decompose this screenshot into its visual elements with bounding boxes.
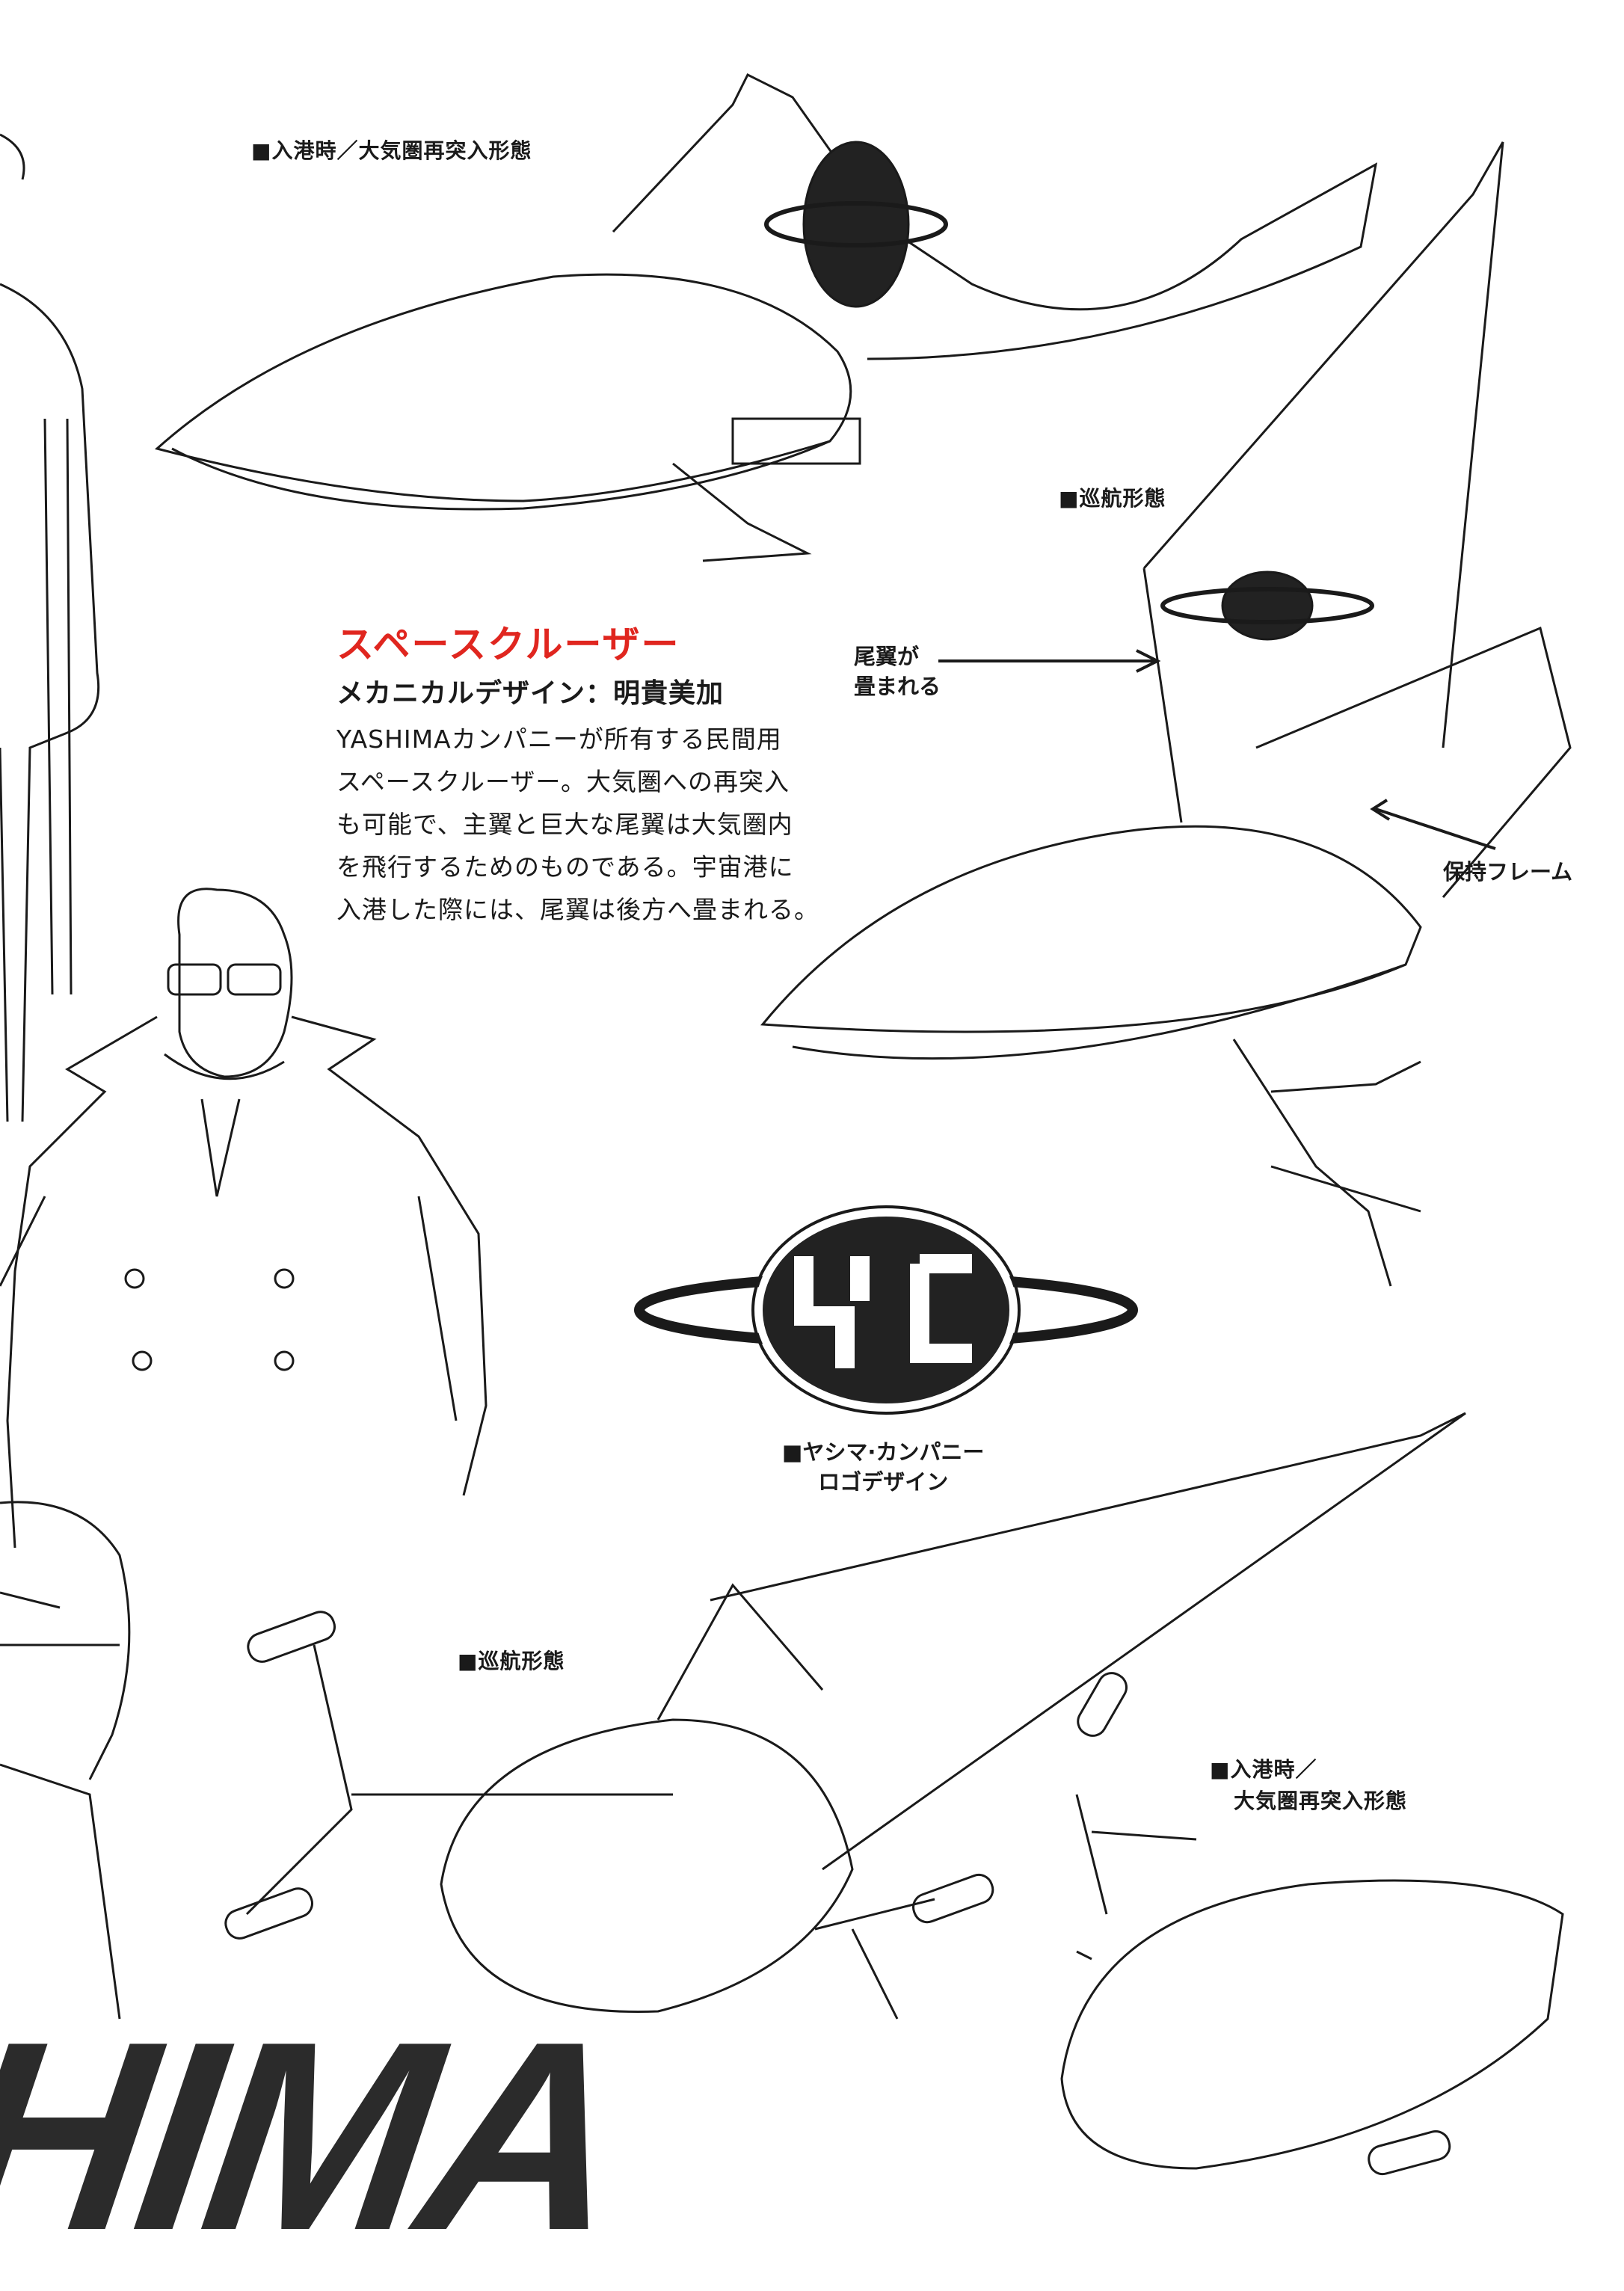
character-businessman [0, 888, 487, 1549]
spacecruiser-cruise-mode-right [760, 141, 1572, 1287]
paragraph-line: を飛行するためのものである。宇宙港に [336, 852, 794, 882]
paragraph-line: YASHIMAカンパニーが所有する民間用 [336, 725, 782, 754]
label-reentry-mode-bottom: ■入港時／ 大気圏再突入形態 [1210, 1754, 1407, 1817]
logo-caption: ■ヤシマ·カンパニー ロゴデザイン [782, 1437, 984, 1497]
arrow-tail-folded [938, 649, 1161, 673]
paragraph-line: 入港した際には、尾翼は後方へ畳まれる。 [336, 895, 819, 924]
label-cruise-mode-right: ■巡航形態 [1059, 486, 1166, 511]
article-subtitle: メカニカルデザイン：明貴美加 [336, 678, 725, 709]
label-line: 大気圏再突入形態 [1234, 1789, 1408, 1813]
paragraph-line: スペースクルーザー。大気圏への再突入 [336, 767, 790, 796]
character-partial-bottom [0, 1501, 131, 2020]
yashima-big-logotype: HIMA [0, 1986, 635, 2287]
annotation-holding-frame: 保持フレーム [1443, 859, 1573, 885]
spacecruiser-cruise-mode-bottom [224, 1412, 1466, 2020]
article-title: スペースクルーザー [336, 623, 680, 666]
article: スペースクルーザー メカニカルデザイン：明貴美加 YASHIMAカンパニーが所有… [336, 615, 819, 931]
annotation-line: 畳まれる [854, 674, 941, 699]
spacecruiser-reentry-mode-bottom [1060, 1672, 1564, 2176]
character-standing-figure [0, 133, 100, 1122]
yashima-company-logo [634, 1205, 1138, 1415]
paragraph-line: も可能で、主翼と巨大な尾翼は大気圏内 [336, 810, 793, 839]
spacecruiser-reentry-mode-top [154, 73, 1378, 562]
annotation-tail-folded: 尾翼が 畳まれる [854, 642, 941, 701]
article-paragraph: YASHIMAカンパニーが所有する民間用 スペースクルーザー。大気圏への再突入 … [336, 718, 819, 931]
label-reentry-mode-top: ■入港時／大気圏再突入形態 [251, 138, 532, 163]
label-line: ■入港時／ [1210, 1757, 1317, 1782]
logo-caption-line: ロゴデザイン [818, 1469, 949, 1495]
label-cruise-mode-bottom: ■巡航形態 [458, 1649, 565, 1673]
annotation-line: 尾翼が [854, 644, 920, 669]
arrow-holding-frame [1370, 799, 1496, 850]
logo-caption-line: ■ヤシマ·カンパニー [782, 1439, 985, 1465]
